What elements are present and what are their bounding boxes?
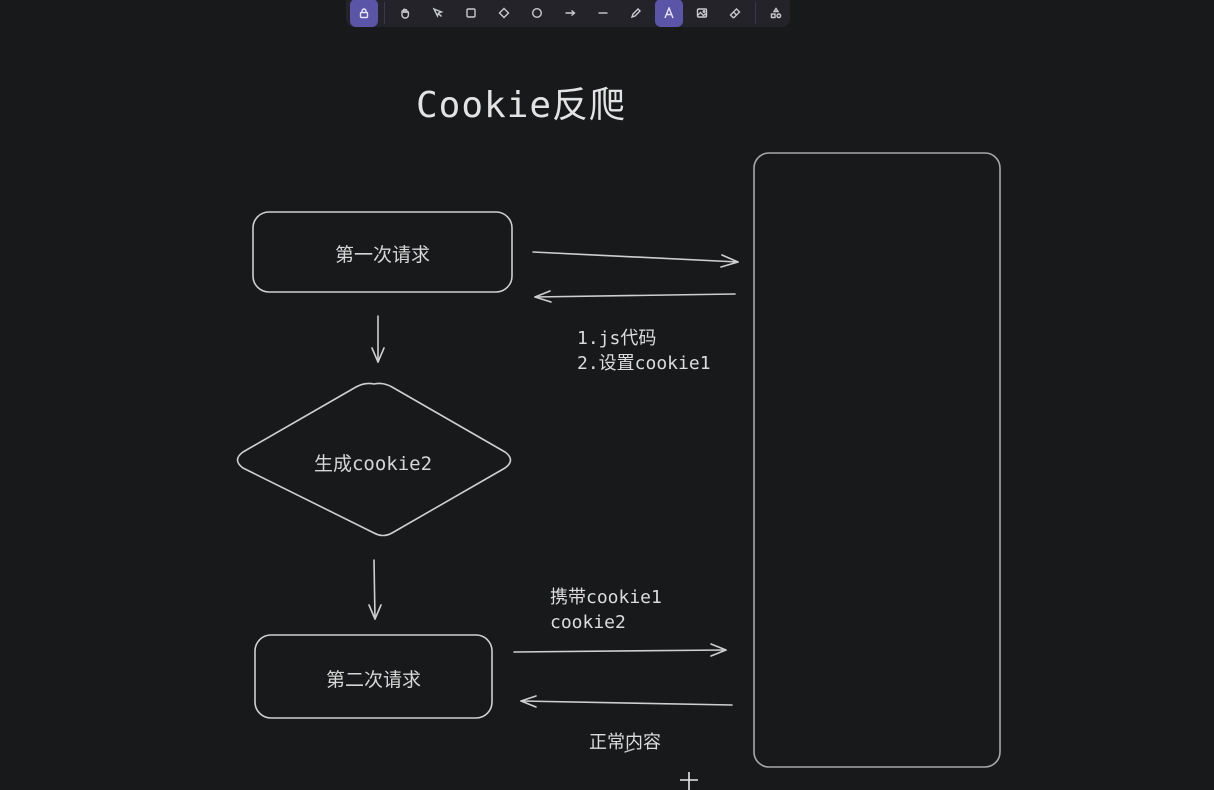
hand-icon bbox=[401, 7, 410, 19]
toolbar-divider bbox=[755, 1, 756, 24]
second-request-label: 第二次请求 bbox=[325, 669, 421, 691]
arrow-response-2[interactable] bbox=[520, 695, 733, 708]
tool-line[interactable] bbox=[589, 0, 617, 27]
lock-icon bbox=[359, 7, 369, 18]
tool-lock[interactable] bbox=[350, 0, 378, 27]
image-icon bbox=[696, 7, 708, 18]
server-box[interactable] bbox=[753, 152, 1001, 768]
generate-cookie-label: 生成cookie2 bbox=[313, 453, 433, 475]
response-1-note: 1.js代码 2.设置cookie1 bbox=[577, 326, 711, 376]
first-request-label: 第一次请求 bbox=[334, 244, 430, 266]
diamond-icon bbox=[498, 7, 510, 18]
tool-selection[interactable] bbox=[424, 0, 452, 27]
tool-hand[interactable] bbox=[391, 0, 419, 27]
diagram-title: Cookie反爬 bbox=[416, 85, 627, 126]
arrow-down-1[interactable] bbox=[371, 315, 385, 363]
tool-draw[interactable] bbox=[622, 0, 650, 27]
response-1-line-1: 1.js代码 bbox=[577, 328, 657, 349]
toolbar-divider bbox=[384, 1, 385, 24]
request-2-line-1: 携带cookie1 bbox=[550, 587, 662, 608]
pencil-icon bbox=[630, 7, 641, 18]
excalidraw-toolbar bbox=[346, 0, 790, 27]
first-request-box[interactable] bbox=[252, 211, 513, 293]
tool-eraser[interactable] bbox=[721, 0, 749, 27]
tool-ellipse[interactable] bbox=[523, 0, 551, 27]
arrow-request-1[interactable] bbox=[532, 251, 739, 268]
tool-diamond[interactable] bbox=[490, 0, 518, 27]
request-2-line-2: cookie2 bbox=[550, 612, 626, 633]
pointer-icon bbox=[432, 7, 444, 18]
stray-stroke bbox=[624, 748, 635, 753]
tool-library[interactable] bbox=[762, 0, 790, 27]
response-2-note: 正常内容 bbox=[589, 732, 661, 753]
rectangle-icon bbox=[466, 7, 476, 18]
shapes-library-icon bbox=[770, 6, 782, 18]
arrow-down-2[interactable] bbox=[368, 559, 382, 620]
tool-image[interactable] bbox=[688, 0, 716, 27]
eraser-icon bbox=[729, 7, 741, 18]
arrow-response-1[interactable] bbox=[534, 290, 736, 303]
response-1-line-2: 2.设置cookie1 bbox=[577, 353, 711, 374]
generate-cookie-diamond[interactable] bbox=[236, 382, 512, 537]
tool-rectangle[interactable] bbox=[457, 0, 485, 27]
tool-text[interactable] bbox=[655, 0, 683, 27]
ellipse-icon bbox=[531, 7, 543, 18]
arrow-icon bbox=[565, 9, 576, 16]
text-icon bbox=[664, 6, 674, 18]
crosshair-cursor-icon bbox=[680, 772, 698, 790]
request-2-note: 携带cookie1 cookie2 bbox=[550, 585, 662, 635]
arrow-request-2[interactable] bbox=[513, 643, 727, 657]
line-icon bbox=[598, 11, 608, 14]
tool-arrow[interactable] bbox=[556, 0, 584, 27]
second-request-box[interactable] bbox=[254, 634, 493, 719]
